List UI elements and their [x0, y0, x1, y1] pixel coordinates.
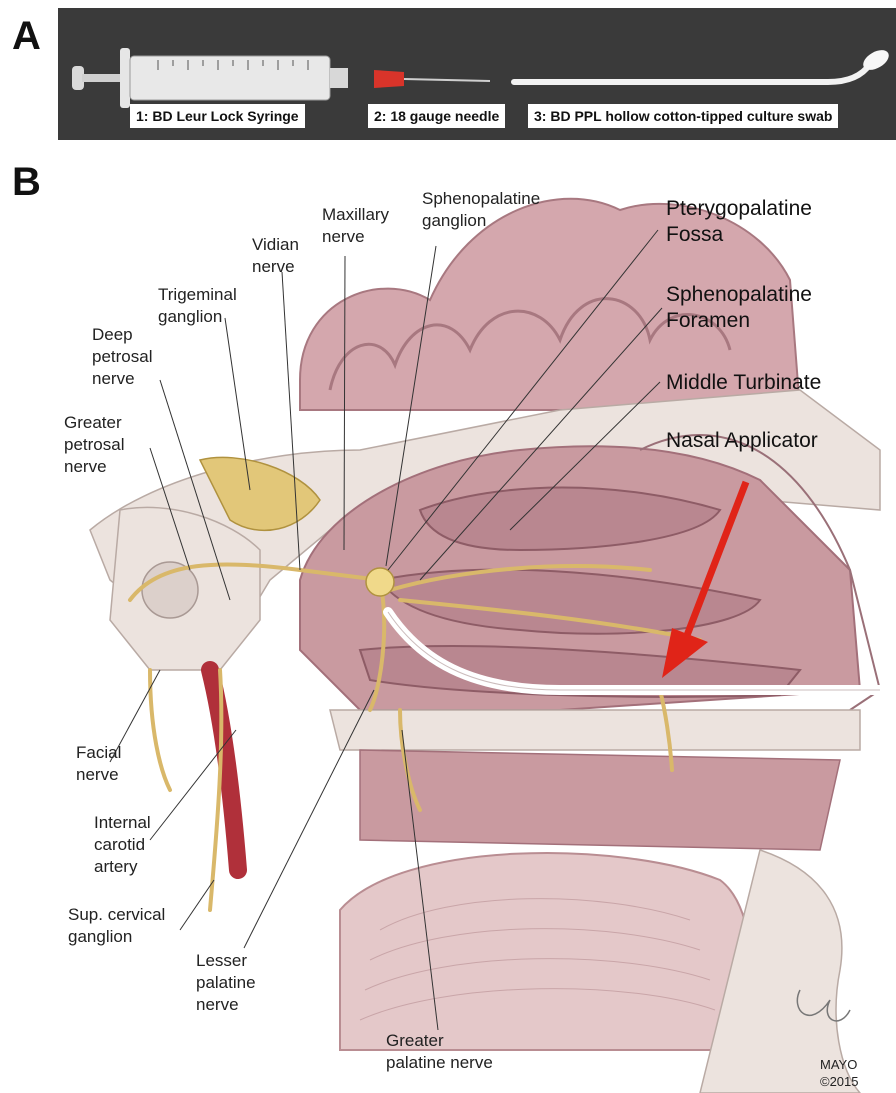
label-deep-petrosal-nerve: Deep petrosal nerve — [92, 324, 152, 390]
label-sphenopalatine-ganglion: Sphenopalatine ganglion — [422, 188, 540, 232]
label-pterygopalatine-fossa: Pterygopalatine Fossa — [666, 196, 812, 248]
label-sup-cervical-ganglion: Sup. cervical ganglion — [68, 904, 165, 948]
label-greater-petrosal-nerve: Greater petrosal nerve — [64, 412, 124, 478]
label-internal-carotid-artery: Internal carotid artery — [94, 812, 151, 878]
copyright-credit: MAYO ©2015 — [820, 1056, 859, 1090]
syringe-drawing — [72, 48, 348, 108]
label-lesser-palatine-nerve: Lesser palatine nerve — [196, 950, 256, 1016]
swab-label: 3: BD PPL hollow cotton-tipped culture s… — [528, 104, 838, 128]
label-nasal-applicator: Nasal Applicator — [666, 428, 818, 454]
label-facial-nerve: Facial nerve — [76, 742, 121, 786]
needle-label: 2: 18 gauge needle — [368, 104, 505, 128]
swab-drawing — [514, 46, 892, 82]
hard-palate — [330, 710, 860, 750]
oral-cavity — [360, 750, 840, 850]
panel-a-letter: A — [12, 14, 41, 59]
label-greater-palatine-nerve: Greater palatine nerve — [386, 1030, 493, 1074]
needle-drawing — [374, 70, 490, 88]
label-trigeminal-ganglion: Trigeminal ganglion — [158, 284, 237, 328]
label-vidian-nerve: Vidian nerve — [252, 234, 299, 278]
label-middle-turbinate: Middle Turbinate — [666, 370, 821, 396]
sphenopalatine-ganglion — [366, 568, 394, 596]
label-sphenopalatine-foramen: Sphenopalatine Foramen — [666, 282, 812, 334]
label-maxillary-nerve: Maxillary nerve — [322, 204, 389, 248]
syringe-label: 1: BD Leur Lock Syringe — [130, 104, 305, 128]
tongue — [340, 853, 750, 1050]
